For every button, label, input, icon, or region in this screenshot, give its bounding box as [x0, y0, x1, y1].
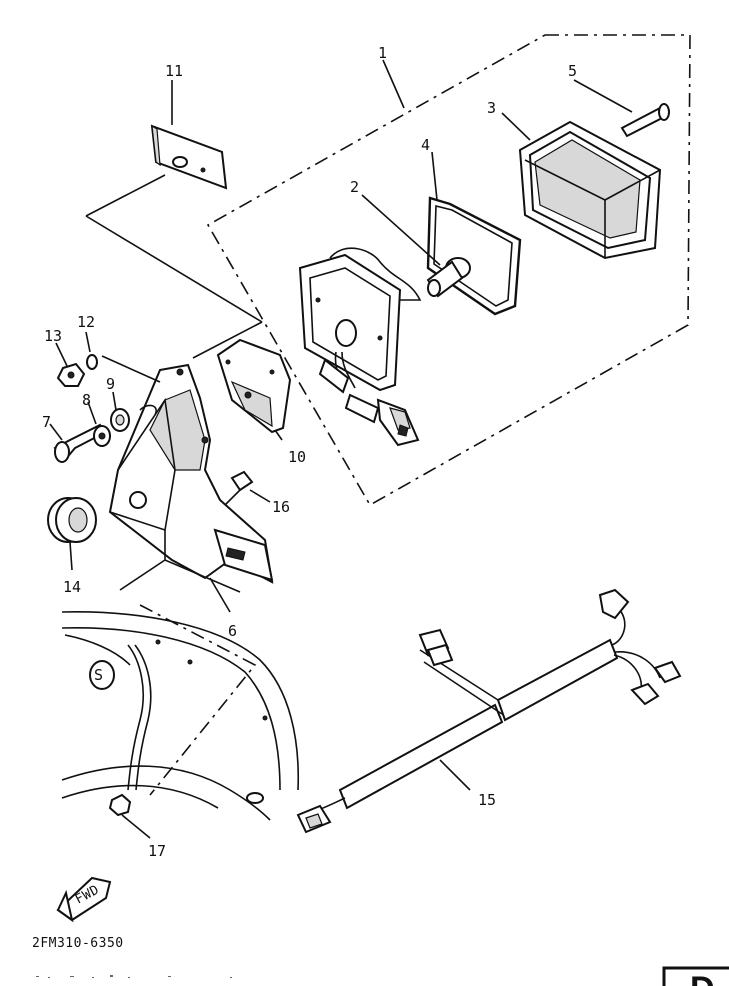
callout-8: 8	[82, 391, 91, 409]
wiring-harness-part	[296, 588, 682, 834]
leader-1	[382, 59, 405, 109]
gasket-part	[426, 151, 522, 316]
callout-10: 10	[288, 448, 306, 466]
guide-line	[192, 321, 263, 359]
callout-5: 5	[568, 62, 577, 80]
callout-13: 13	[44, 327, 62, 345]
callout-17: 17	[148, 842, 166, 860]
callout-1: 1	[378, 44, 387, 62]
scan-specks	[36, 975, 232, 978]
callout-3: 3	[487, 99, 496, 117]
tail-lens-housing	[501, 112, 662, 260]
bracket-plate-part	[216, 338, 292, 441]
forward-arrow-icon: FWD	[56, 876, 112, 923]
screw-16-part	[224, 470, 271, 506]
callout-11: 11	[165, 62, 183, 80]
bolt-washer-collar	[49, 391, 157, 463]
callout-7: 7	[42, 413, 51, 431]
diagram-code: 2FM310-6350	[32, 936, 124, 951]
reflector-part	[150, 80, 228, 190]
guide-line	[85, 215, 263, 323]
callout-16: 16	[272, 498, 290, 516]
rear-fender: S	[61, 604, 300, 821]
assembly-boundary	[206, 34, 691, 507]
screw-part	[573, 79, 670, 138]
grommet-part	[47, 497, 97, 571]
nut-washer-parts	[55, 331, 161, 387]
svg-text:S: S	[94, 666, 103, 684]
callout-15: 15	[478, 791, 496, 809]
guide-line	[85, 174, 166, 217]
page-tab: D	[662, 966, 729, 986]
callout-4: 4	[421, 136, 430, 154]
callout-2: 2	[350, 178, 359, 196]
callout-6: 6	[228, 622, 237, 640]
callout-9: 9	[106, 375, 115, 393]
page-tab-letter: D	[690, 970, 715, 986]
callout-12: 12	[77, 313, 95, 331]
bulb-part	[361, 194, 471, 298]
callout-14: 14	[63, 578, 81, 596]
nut-17-part	[108, 793, 151, 839]
lamp-base	[298, 247, 422, 447]
main-bracket-part	[108, 363, 274, 613]
